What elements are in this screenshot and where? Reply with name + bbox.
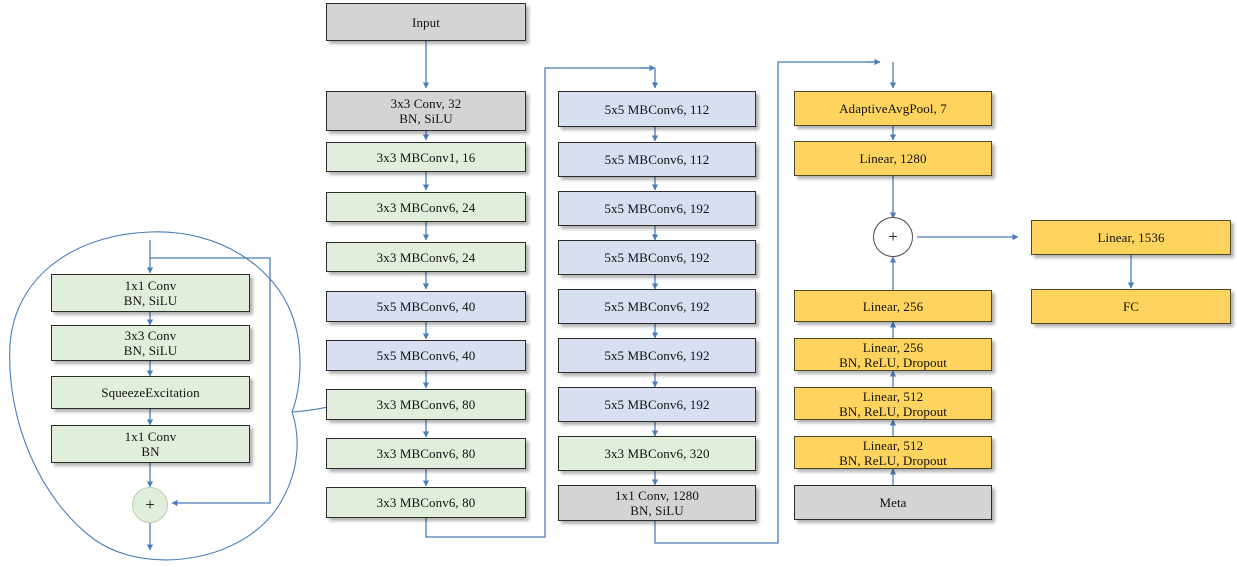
node-input[interactable]: Input — [326, 3, 526, 41]
node-head-conv-1280[interactable]: 1x1 Conv, 1280 BN, SiLU — [558, 485, 756, 521]
node-fc[interactable]: FC — [1031, 289, 1231, 324]
detail-residual-add-node[interactable]: + — [132, 487, 168, 523]
node-mbconv6-80-a[interactable]: 3x3 MBConv6, 80 — [326, 389, 526, 420]
node-mbconv6-24-b[interactable]: 3x3 MBConv6, 24 — [326, 242, 526, 272]
node-mbconv6-112-a[interactable]: 5x5 MBConv6, 112 — [558, 91, 756, 127]
node-mbconv6-80-b[interactable]: 3x3 MBConv6, 80 — [326, 438, 526, 469]
node-mbconv6-192-e[interactable]: 5x5 MBConv6, 192 — [558, 387, 756, 422]
node-mbconv6-192-d[interactable]: 5x5 MBConv6, 192 — [558, 338, 756, 373]
node-adaptive-avgpool[interactable]: AdaptiveAvgPool, 7 — [794, 91, 992, 126]
node-mbconv6-40-a[interactable]: 5x5 MBConv6, 40 — [326, 291, 526, 322]
detail-node-squeeze-excitation[interactable]: SqueezeExcitation — [51, 376, 250, 409]
node-mbconv6-192-a[interactable]: 5x5 MBConv6, 192 — [558, 191, 756, 226]
node-linear-256-bn[interactable]: Linear, 256 BN, ReLU, Dropout — [794, 338, 992, 371]
node-linear-512-bn-a[interactable]: Linear, 512 BN, ReLU, Dropout — [794, 387, 992, 420]
node-linear-1280[interactable]: Linear, 1280 — [794, 141, 992, 176]
detail-node-3x3-conv-silu[interactable]: 3x3 Conv BN, SiLU — [51, 325, 250, 361]
detail-node-1x1-conv-bn[interactable]: 1x1 Conv BN — [51, 425, 250, 463]
node-mbconv6-24-a[interactable]: 3x3 MBConv6, 24 — [326, 192, 526, 222]
node-linear-256[interactable]: Linear, 256 — [794, 290, 992, 322]
node-mbconv6-192-b[interactable]: 5x5 MBConv6, 192 — [558, 240, 756, 275]
node-linear-1536[interactable]: Linear, 1536 — [1031, 220, 1231, 255]
node-stem-conv[interactable]: 3x3 Conv, 32 BN, SiLU — [326, 91, 526, 131]
node-linear-512-bn-b[interactable]: Linear, 512 BN, ReLU, Dropout — [794, 436, 992, 469]
node-mbconv6-192-c[interactable]: 5x5 MBConv6, 192 — [558, 289, 756, 324]
fusion-add-node[interactable]: + — [873, 217, 913, 257]
node-mbconv6-40-b[interactable]: 5x5 MBConv6, 40 — [326, 340, 526, 371]
node-meta[interactable]: Meta — [794, 485, 992, 520]
node-mbconv1-16[interactable]: 3x3 MBConv1, 16 — [326, 142, 526, 172]
node-mbconv6-320[interactable]: 3x3 MBConv6, 320 — [558, 436, 756, 471]
detail-node-1x1-conv-silu[interactable]: 1x1 Conv BN, SiLU — [51, 274, 250, 312]
node-mbconv6-112-b[interactable]: 5x5 MBConv6, 112 — [558, 142, 756, 177]
node-mbconv6-80-c[interactable]: 3x3 MBConv6, 80 — [326, 487, 526, 518]
